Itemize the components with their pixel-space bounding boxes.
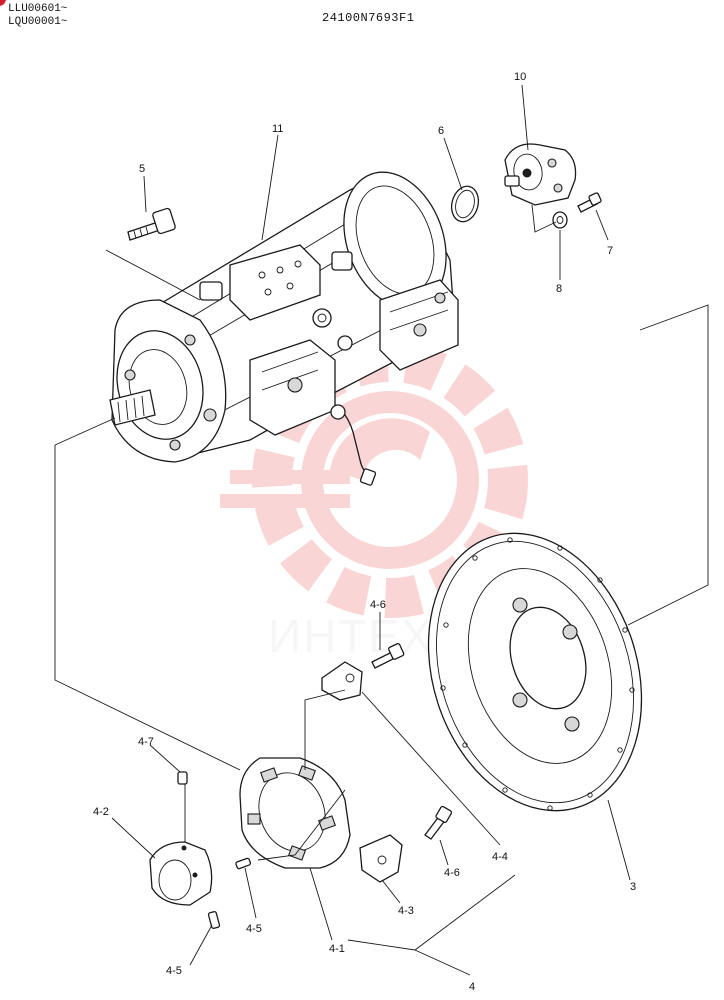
label-4-6-top: 4-6 xyxy=(370,599,386,611)
label-4-6-lower: 4-6 xyxy=(444,867,460,879)
leader-lines xyxy=(54,84,709,976)
label-5: 5 xyxy=(139,163,145,175)
pin-4-5-low xyxy=(207,911,221,929)
bolt-4-6-lower xyxy=(424,805,453,840)
label-4-5-low: 4-5 xyxy=(166,965,182,977)
label-3: 3 xyxy=(630,881,636,893)
label-7: 7 xyxy=(607,245,613,257)
bolt-7 xyxy=(577,192,602,213)
bolt-4-6-top xyxy=(371,643,405,669)
watermark-gear-logo xyxy=(220,342,528,618)
insert-4-4 xyxy=(321,661,363,701)
flange-plate-3 xyxy=(427,532,643,812)
label-4-2: 4-2 xyxy=(93,806,109,818)
callout-labels: 11 5 6 10 7 8 3 4-6 4-4 4-6 4-3 4-1 4 4-… xyxy=(93,71,636,993)
label-10: 10 xyxy=(514,71,526,83)
washer-8 xyxy=(552,211,568,229)
label-4-5-mid: 4-5 xyxy=(246,923,262,935)
label-4-1: 4-1 xyxy=(329,943,345,955)
label-4-3: 4-3 xyxy=(398,905,414,917)
label-8: 8 xyxy=(556,283,562,295)
oring-6 xyxy=(450,185,480,223)
flange-bolt-holes xyxy=(440,537,635,811)
watermark-text: ИНТЕХ xyxy=(268,610,434,662)
watermark: ИНТЕХ xyxy=(220,342,528,662)
hub-4-2 xyxy=(149,841,213,906)
insert-4-3 xyxy=(359,834,403,883)
label-4-7: 4-7 xyxy=(138,736,154,748)
corner-marker xyxy=(0,0,6,6)
label-4-4: 4-4 xyxy=(492,851,508,863)
drawing-number: 24100N7693F1 xyxy=(322,11,415,25)
label-11: 11 xyxy=(272,123,283,135)
gear-pump-10 xyxy=(504,143,577,206)
setscrew-4-7 xyxy=(177,771,188,785)
pin-4-5-mid xyxy=(235,857,252,870)
serial-range: LLU00601~ LQU00001~ xyxy=(8,3,67,29)
serial-line-1: LLU00601~ xyxy=(8,3,68,15)
main-pump-assembly xyxy=(109,171,459,486)
spider-4-1 xyxy=(239,757,351,869)
label-6: 6 xyxy=(438,125,444,137)
bolt-5 xyxy=(127,207,176,241)
label-4: 4 xyxy=(469,981,475,993)
serial-line-2: LQU00001~ xyxy=(8,16,68,28)
